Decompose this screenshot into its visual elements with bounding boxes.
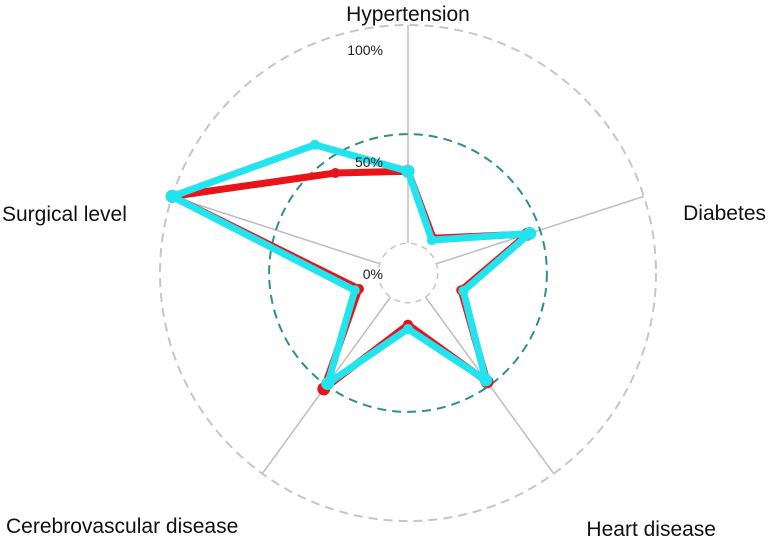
ring-0 xyxy=(377,242,439,304)
axis-label-hypertension: Hypertension xyxy=(346,3,470,26)
axis-label-diabetes: Diabetes xyxy=(683,202,766,225)
series-1-point-1 xyxy=(523,226,537,240)
ring-label-50: 50% xyxy=(355,154,383,170)
axis-label-heart-disease: Heart disease xyxy=(586,518,716,541)
series-1-point-2 xyxy=(479,373,493,387)
axis-label-cerebrovascular-disease: Cerebrovascular disease xyxy=(6,515,238,538)
ring-50 xyxy=(268,133,548,413)
series-1-inner-point-1 xyxy=(458,285,469,296)
ring-100 xyxy=(159,24,657,522)
series-1-inner-point-0 xyxy=(426,235,437,246)
series-1-point-0 xyxy=(401,164,415,178)
axis-label-surgical-level: Surgical level xyxy=(2,203,127,226)
radar-grid xyxy=(159,24,657,522)
series-1-point-3 xyxy=(321,377,335,391)
series-0-inner-point-4 xyxy=(330,168,341,179)
spoke-4 xyxy=(171,195,380,265)
series-layer xyxy=(165,139,537,396)
series-1-point-4 xyxy=(165,189,179,203)
ring-label-0: 0% xyxy=(363,266,383,282)
series-1-inner-point-2 xyxy=(403,323,413,334)
ring-labels: 0% 50% 100% xyxy=(347,42,383,282)
axis-labels: Hypertension Diabetes Heart disease Cere… xyxy=(2,3,766,541)
series-1-inner-point-4 xyxy=(309,139,320,150)
ring-label-100: 100% xyxy=(347,42,383,58)
series-1-inner-point-3 xyxy=(349,285,360,296)
series-1-line xyxy=(168,141,534,388)
